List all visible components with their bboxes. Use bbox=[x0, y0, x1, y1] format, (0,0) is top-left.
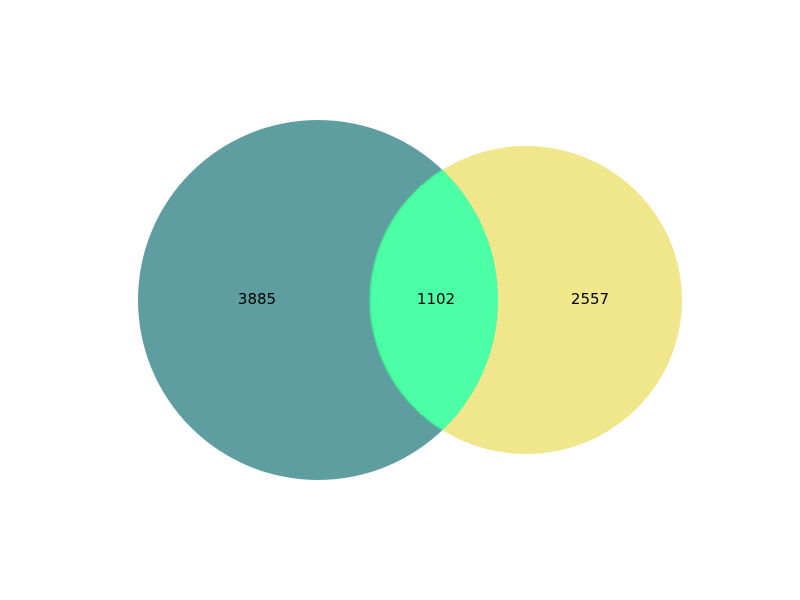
intersection-count: 1102 bbox=[417, 290, 455, 308]
intersection-region bbox=[369, 145, 498, 455]
set-a-only-count: 3885 bbox=[238, 290, 276, 308]
set-b-only-count: 2557 bbox=[571, 290, 609, 308]
